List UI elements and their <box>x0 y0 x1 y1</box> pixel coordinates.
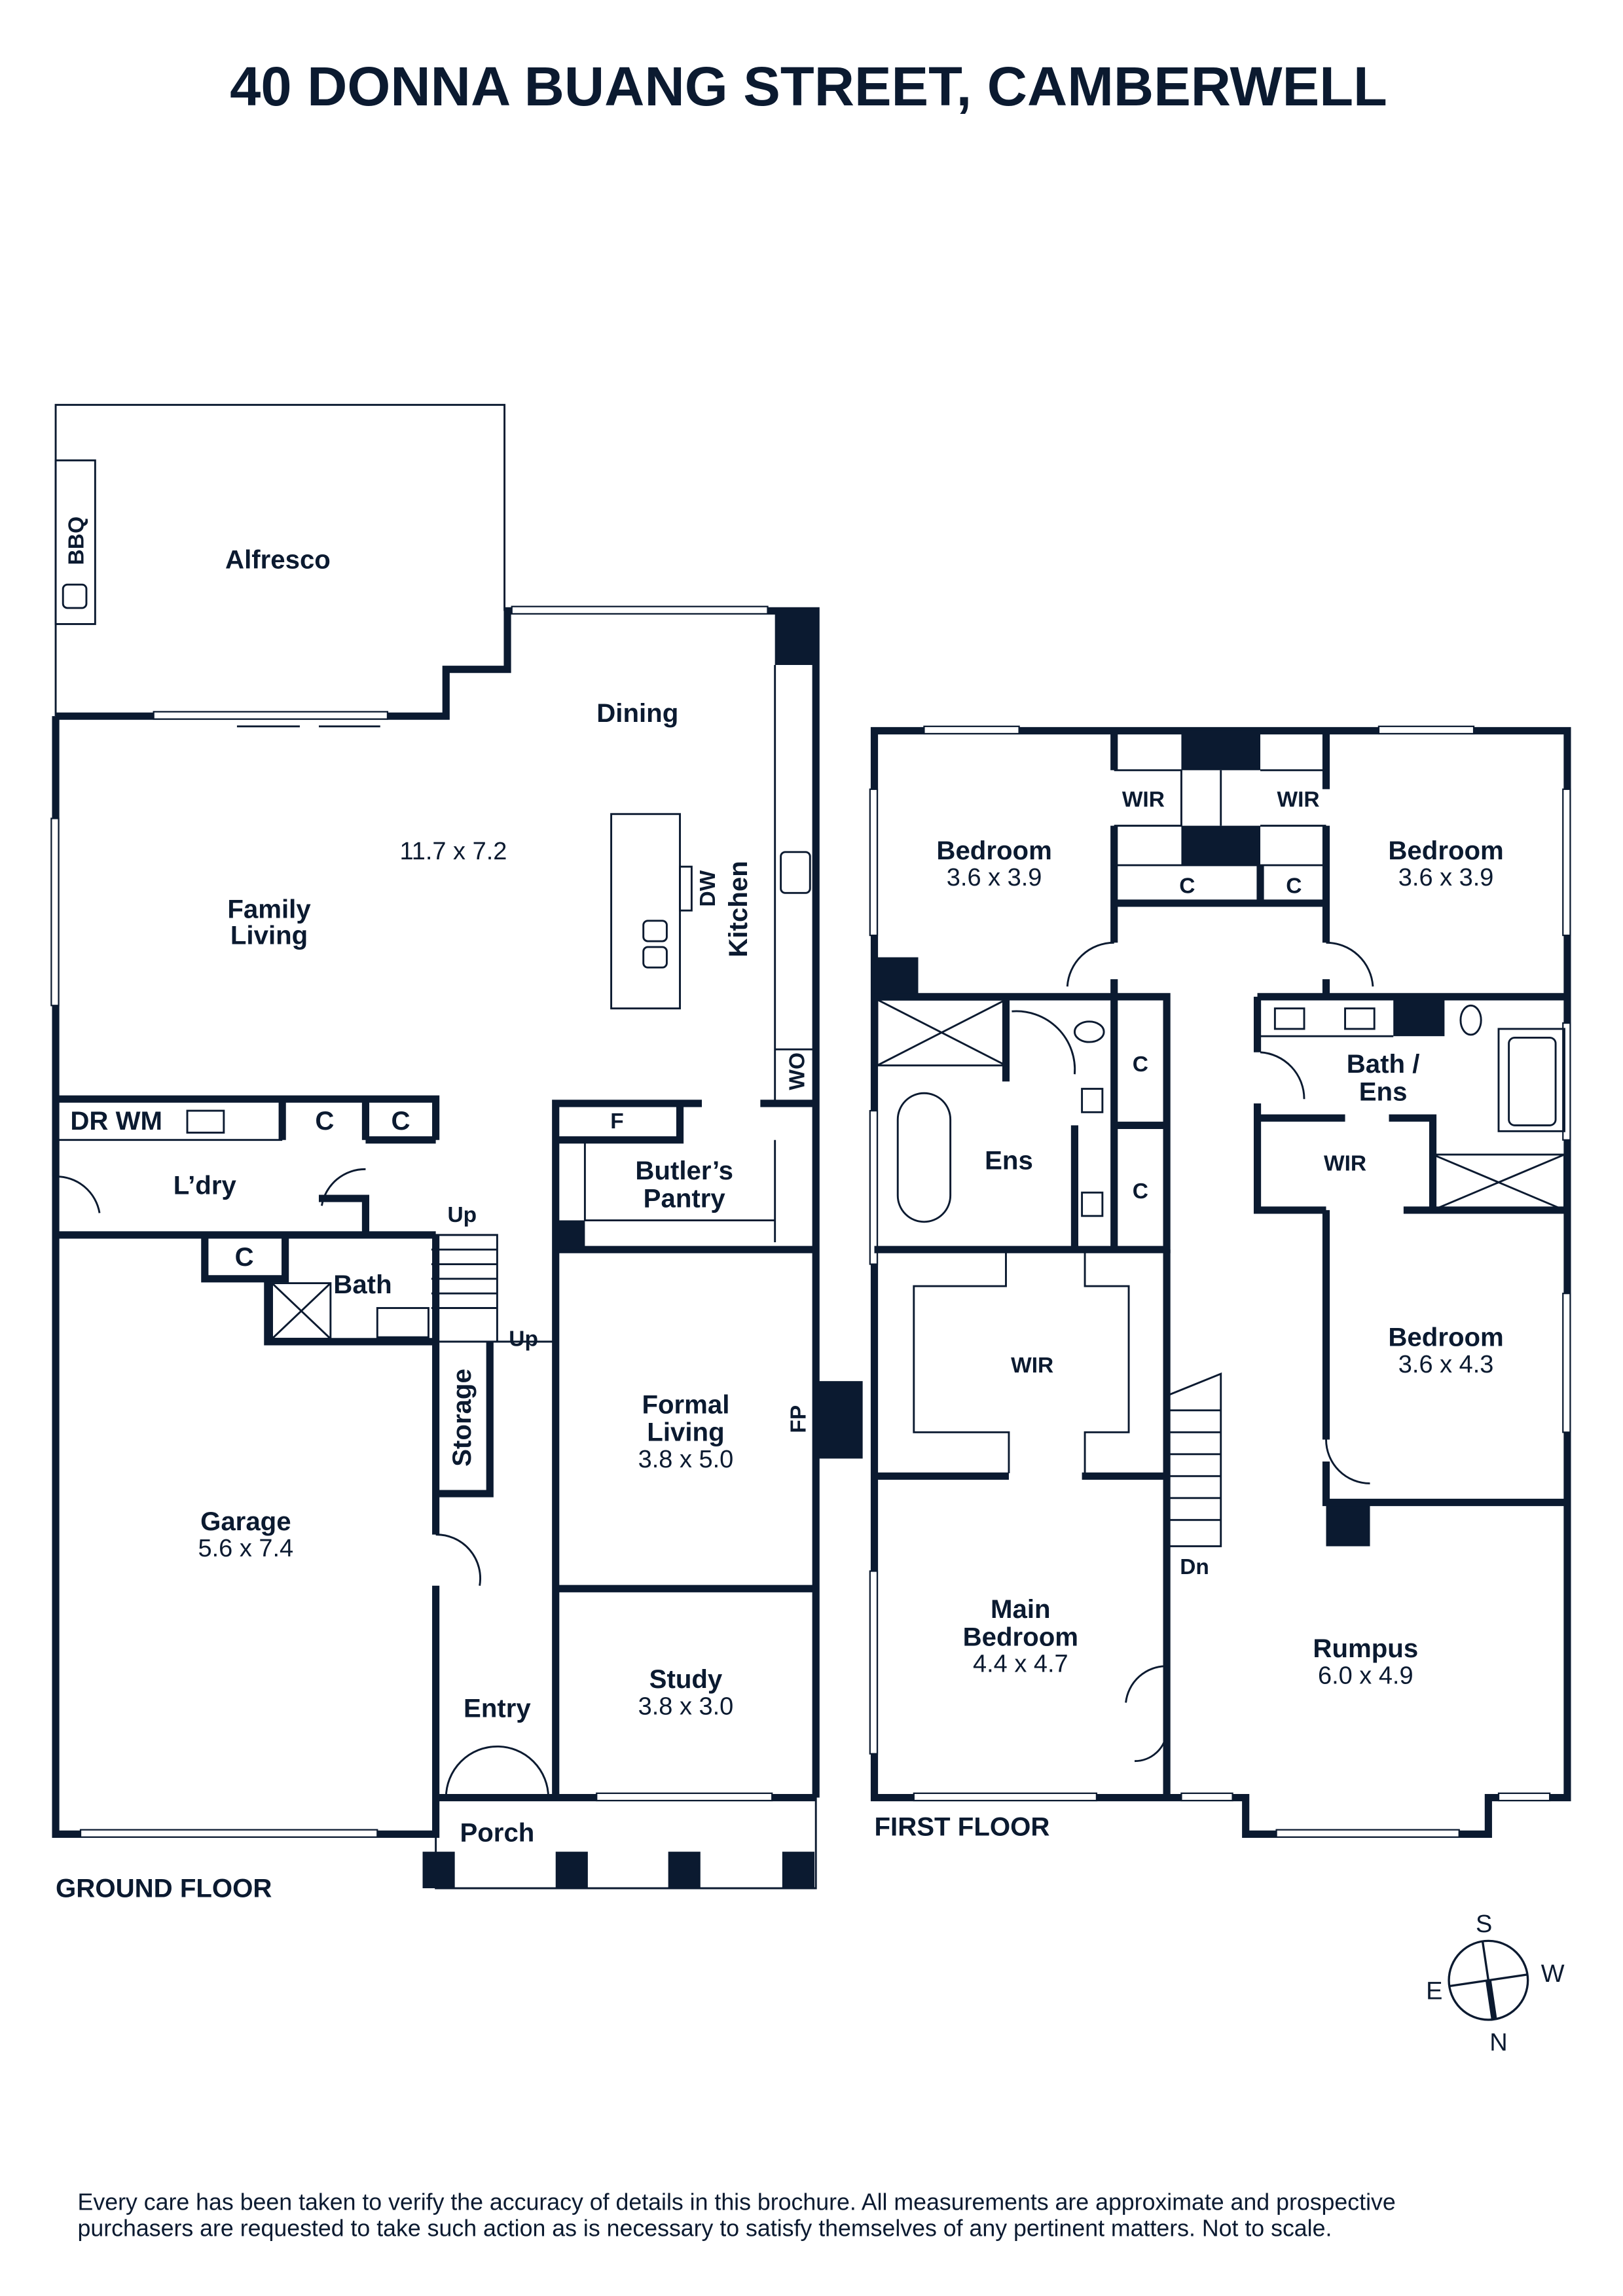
first-floor-label: FIRST FLOOR <box>875 1812 1050 1842</box>
room-porch: Porch <box>460 1818 534 1848</box>
fireplace-label: FP <box>787 1405 811 1433</box>
room-entry: Entry <box>464 1694 531 1723</box>
room-laundry: L’dry <box>173 1170 237 1200</box>
fridge-label: F <box>610 1109 623 1134</box>
bedroom-dimensions: 3.6 x 4.3 <box>1398 1351 1494 1378</box>
compass-east: E <box>1426 1978 1442 2005</box>
room-bedroom: Bedroom <box>1388 1323 1503 1352</box>
room-wir: WIR <box>1122 788 1165 812</box>
dishwasher-label: DW <box>696 870 720 906</box>
cooktop-icon <box>780 851 811 894</box>
compass-north: N <box>1489 2029 1507 2056</box>
bbq-label: BBQ <box>64 516 88 565</box>
disclaimer: Every care has been taken to verify the … <box>78 2189 1396 2215</box>
room-bath-ensuite: Bath / <box>1347 1049 1420 1079</box>
room-wir: WIR <box>1324 1152 1366 1176</box>
room-rumpus: Rumpus <box>1313 1634 1418 1663</box>
dryer-washer-label: DR WM <box>70 1106 162 1136</box>
rumpus-dimensions: 6.0 x 4.9 <box>1318 1662 1413 1689</box>
formal-living-dimensions: 3.8 x 5.0 <box>638 1446 734 1473</box>
stairs-up-label: Up <box>509 1327 538 1352</box>
room-kitchen: Kitchen <box>723 861 753 957</box>
room-family-living: Family <box>227 894 311 924</box>
wall-oven-label: WO <box>785 1052 809 1090</box>
bedroom-dimensions: 3.6 x 3.9 <box>1398 864 1494 891</box>
room-butlers-pantry: Butler’s <box>635 1156 733 1185</box>
room-wir: WIR <box>1277 788 1320 812</box>
first-floor-plan: Bedroom 3.6 x 3.9 Bedroom 3.6 x 3.9 WIR … <box>869 725 1571 1842</box>
compass-south: S <box>1476 1910 1492 1938</box>
cupboard-label: C <box>235 1242 254 1272</box>
compass-west: W <box>1541 1960 1565 1988</box>
room-garage: Garage <box>200 1507 291 1536</box>
family-living-dimensions: 11.7 x 7.2 <box>399 838 507 865</box>
bbq-bench <box>54 459 96 625</box>
main-bedroom-dimensions: 4.4 x 4.7 <box>973 1651 1068 1678</box>
cupboard-label: C <box>1179 874 1195 898</box>
room-formal-living: Formal <box>642 1390 729 1419</box>
stairs-up-label: Up <box>447 1203 477 1227</box>
room-bedroom: Bedroom <box>936 836 1051 865</box>
garage-dimensions: 5.6 x 7.4 <box>198 1535 294 1562</box>
room-bath-ensuite-line2: Ens <box>1359 1077 1408 1106</box>
cupboard-label: C <box>315 1106 334 1136</box>
room-butlers-pantry-line2: Pantry <box>644 1183 726 1213</box>
cupboard-label: C <box>1133 1052 1148 1077</box>
room-wir: WIR <box>1011 1354 1053 1378</box>
cupboard-label: C <box>1286 874 1302 898</box>
room-main-bedroom: Main <box>991 1594 1051 1624</box>
stairs-down-label: Dn <box>1180 1555 1209 1579</box>
room-formal-living-line2: Living <box>647 1418 724 1447</box>
room-study: Study <box>649 1664 723 1694</box>
compass-icon: S W E N <box>1426 1910 1565 2056</box>
room-bath: Bath <box>333 1270 392 1299</box>
study-dimensions: 3.8 x 3.0 <box>638 1693 734 1720</box>
page-title: 40 DONNA BUANG STREET, CAMBERWELL <box>230 55 1387 117</box>
room-bedroom: Bedroom <box>1388 836 1503 865</box>
cupboard-label: C <box>392 1106 410 1136</box>
ground-floor-plan: Alfresco BBQ Dining 11.7 x 7.2 Family Li… <box>50 404 863 1903</box>
room-family-living-line2: Living <box>230 921 308 950</box>
kitchen-island <box>610 813 681 1010</box>
room-main-bedroom-line2: Bedroom <box>963 1622 1078 1651</box>
room-dining: Dining <box>596 698 678 728</box>
ground-floor-label: GROUND FLOOR <box>56 1873 272 1903</box>
bedroom-dimensions: 3.6 x 3.9 <box>947 864 1042 891</box>
room-alfresco: Alfresco <box>225 545 331 575</box>
cupboard-label: C <box>1133 1179 1148 1204</box>
room-storage: Storage <box>447 1369 477 1467</box>
room-ensuite: Ens <box>985 1145 1033 1175</box>
disclaimer-line2: purchasers are requested to take such ac… <box>78 2215 1332 2241</box>
bbq-icon <box>62 583 88 609</box>
